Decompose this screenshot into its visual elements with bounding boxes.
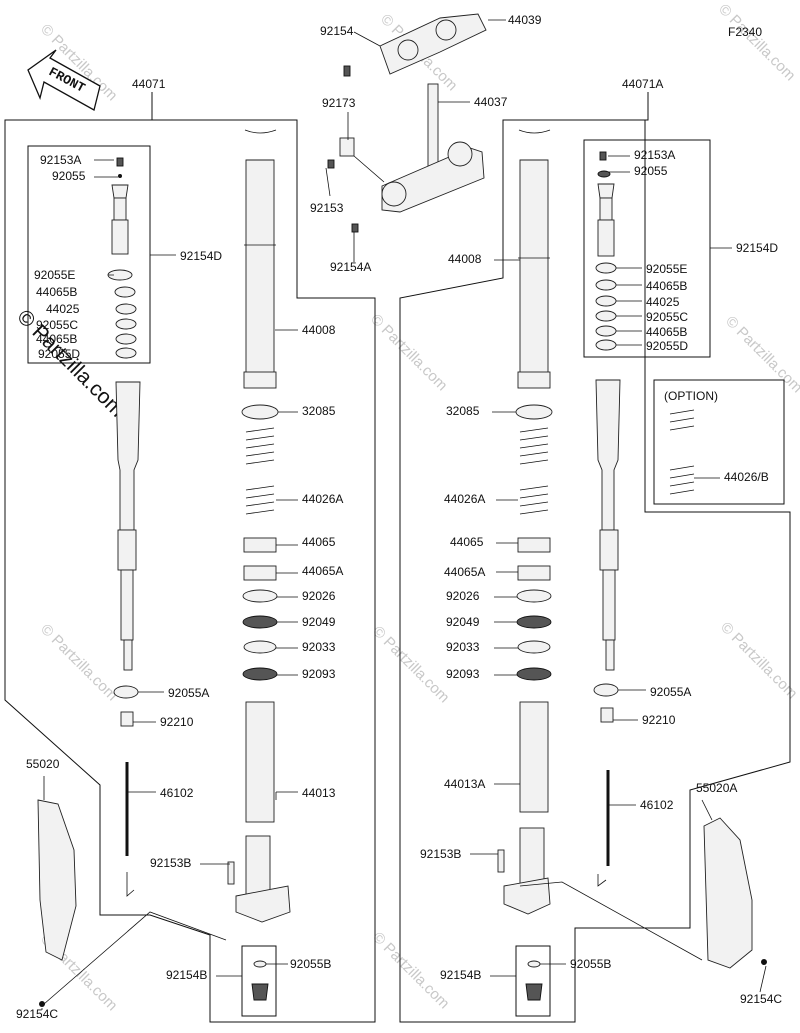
part-number-label: 44037: [474, 95, 508, 109]
part-number-label: 92033: [446, 640, 480, 654]
watermark: © Partzilla.com: [722, 313, 800, 396]
right-fork-internals: [515, 404, 553, 681]
left-lower-parts: [113, 685, 277, 1017]
part-number-label: 92055D: [38, 347, 80, 361]
left-assembly-outline: [4, 92, 376, 1023]
part-number-label: 92153A: [40, 153, 81, 167]
part-number-label: 44025: [646, 295, 680, 309]
part-number-label: 92055B: [290, 957, 331, 971]
part-number-label: 44008: [302, 323, 336, 337]
part-number-label: 92055E: [34, 268, 75, 282]
part-number-label: 92154C: [16, 1007, 58, 1021]
part-number-label: 44039: [508, 13, 542, 27]
left-damper-rod: [115, 381, 141, 671]
part-number-label: 92055E: [646, 262, 687, 276]
watermark: © Partzilla.com: [717, 619, 800, 702]
left-fork-internals: [241, 404, 279, 681]
part-number-label: 44025: [46, 302, 80, 316]
part-number-label: 92049: [302, 615, 336, 629]
part-number-label: 92154A: [330, 260, 371, 274]
part-number-label: 44065B: [36, 332, 77, 346]
right-cartridge-box: [583, 139, 711, 358]
part-number-label: 44013A: [444, 777, 485, 791]
diagram-code: F2340: [728, 25, 762, 39]
part-number-label: 46102: [160, 786, 194, 800]
part-number-label: 92154: [320, 24, 354, 38]
right-assembly-outline: [399, 92, 791, 1023]
part-number-label: 55020A: [696, 781, 737, 795]
part-number-label: 92153: [310, 201, 344, 215]
part-number-label: 92026: [446, 589, 480, 603]
part-number-label: 44065B: [36, 285, 77, 299]
right-cartridge-parts: [595, 151, 617, 351]
part-number-label: 46102: [640, 798, 674, 812]
option-box: [653, 379, 785, 505]
watermark: © Partzilla.com: [37, 621, 120, 704]
part-labels: 4407192153A9205592154D92055E44065B440259…: [16, 13, 782, 1021]
part-number-label: 44065: [302, 535, 336, 549]
part-number-label: 92033: [302, 640, 336, 654]
right-lower-parts: [515, 683, 619, 1017]
part-number-label: 92055A: [650, 685, 691, 699]
part-number-label: 44065A: [302, 564, 343, 578]
watermark: © Partzilla.com: [367, 311, 450, 394]
option-label: (OPTION): [664, 389, 718, 403]
part-number-label: 44013: [302, 786, 336, 800]
part-number-label: 44065B: [646, 325, 687, 339]
part-number-label: 92210: [642, 713, 676, 727]
part-number-label: 44065A: [444, 565, 485, 579]
part-number-label: 92210: [160, 715, 194, 729]
part-number-label: 92093: [302, 667, 336, 681]
part-number-label: 44071A: [622, 77, 663, 91]
left-fork-guard: [37, 799, 77, 1007]
left-outer-tube: [243, 129, 277, 389]
part-number-label: 92055C: [646, 310, 688, 324]
part-number-label: 92173: [322, 96, 356, 110]
left-cartridge-box: [27, 145, 151, 364]
watermark: © Partzilla.com: [715, 1, 798, 84]
part-number-label: 92154B: [166, 968, 207, 982]
part-number-label: 92055: [52, 169, 86, 183]
part-number-label: 92154C: [740, 992, 782, 1006]
part-number-label: 92055: [634, 164, 668, 178]
left-inner-tube: [227, 701, 291, 923]
watermark: © Partzilla.com: [369, 623, 452, 706]
part-number-label: 44026A: [302, 492, 343, 506]
part-number-label: 92153B: [420, 847, 461, 861]
right-option-spring: [669, 409, 695, 495]
part-number-label: 92055C: [36, 318, 78, 332]
part-number-label: 44071: [132, 77, 166, 91]
part-number-label: 92055B: [570, 957, 611, 971]
part-number-label: 92153A: [634, 148, 675, 162]
part-number-label: 92154D: [736, 241, 778, 255]
part-number-label: 44008: [448, 252, 482, 266]
right-damper-rod: [595, 379, 621, 671]
part-number-label: 92153B: [150, 856, 191, 870]
part-number-label: 32085: [446, 404, 480, 418]
part-number-label: 92154D: [180, 249, 222, 263]
part-number-label: 92055A: [168, 686, 209, 700]
part-number-label: 44065B: [646, 279, 687, 293]
right-fork-guard: [703, 817, 767, 969]
leader-lines: [41, 19, 767, 1010]
part-number-label: 92055D: [646, 339, 688, 353]
part-number-label: 32085: [302, 404, 336, 418]
part-number-label: 55020: [26, 757, 60, 771]
part-number-label: 92154B: [440, 968, 481, 982]
part-number-label: 44065: [450, 535, 484, 549]
part-number-label: 92026: [302, 589, 336, 603]
triple-clamp-assembly: [327, 13, 487, 233]
right-inner-tube: [497, 701, 551, 915]
part-number-label: 44026A: [444, 492, 485, 506]
part-number-label: 92049: [446, 615, 480, 629]
part-number-label: 44026/B: [724, 470, 769, 484]
right-outer-tube: [517, 129, 551, 389]
part-number-label: 92093: [446, 667, 480, 681]
left-cartridge-parts: [107, 157, 137, 359]
